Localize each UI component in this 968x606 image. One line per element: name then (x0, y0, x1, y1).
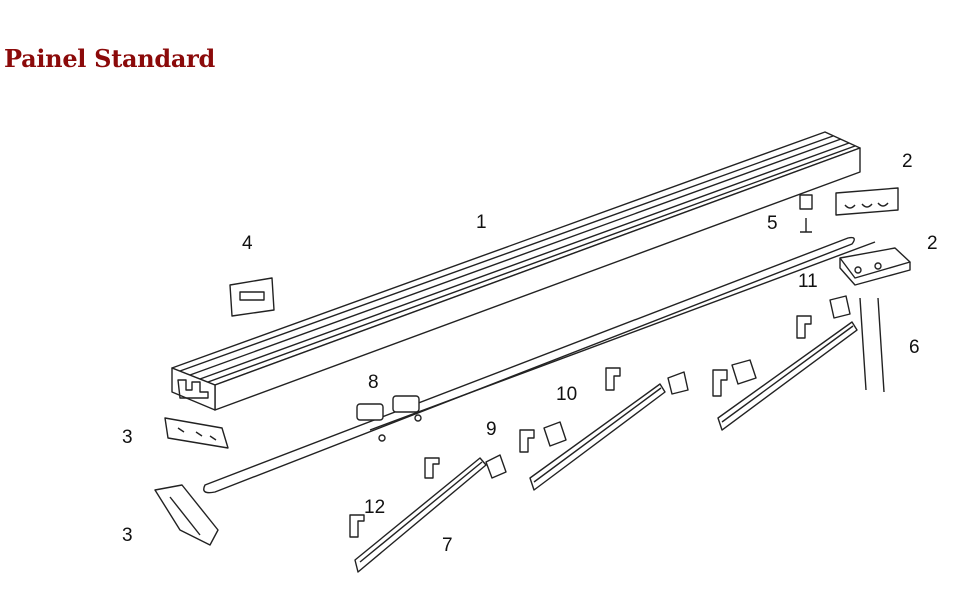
label-part-8: 8 (368, 372, 379, 393)
part-2-bracket-top (835, 187, 899, 216)
label-part-4: 4 (242, 233, 253, 254)
label-part-3b: 3 (122, 525, 133, 546)
part-8-runners (356, 395, 422, 442)
label-part-2b: 2 (927, 233, 938, 254)
label-part-6: 6 (909, 337, 920, 358)
part-7-carrier-3 (717, 321, 858, 431)
part-3-end (154, 484, 219, 546)
label-part-1: 1 (476, 212, 487, 233)
label-part-9: 9 (486, 419, 497, 440)
part-7-carrier-2 (529, 383, 666, 491)
page-title: Painel Standard (4, 44, 215, 73)
part-12-hooks (349, 315, 812, 538)
label-part-5: 5 (767, 213, 778, 234)
part-6-rods (859, 297, 885, 393)
part-9-11-weights (485, 295, 851, 479)
label-part-7: 7 (442, 535, 453, 556)
part-2-bracket-side (839, 247, 911, 286)
part-4-clip (229, 277, 275, 317)
label-part-11: 11 (798, 271, 818, 292)
label-part-10: 10 (556, 384, 578, 405)
label-part-3a: 3 (122, 427, 133, 448)
rail-part-1 (171, 131, 861, 411)
cord-loop (203, 236, 876, 494)
part-7-carrier-1 (354, 457, 487, 573)
part-5-screw (799, 194, 813, 233)
part-3-plate (164, 417, 229, 449)
label-part-12: 12 (364, 497, 386, 518)
label-part-2a: 2 (902, 151, 913, 172)
